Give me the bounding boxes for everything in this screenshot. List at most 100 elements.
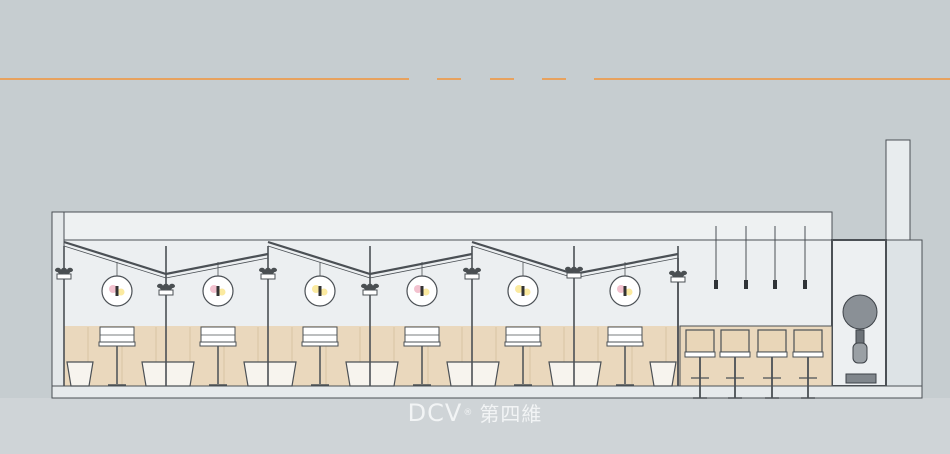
round-sign <box>406 262 438 307</box>
planter <box>669 270 687 283</box>
sign-mark <box>216 286 220 296</box>
sign-dot <box>109 285 117 293</box>
planter-box <box>670 276 686 283</box>
globe-ornament <box>842 294 878 384</box>
bar-stool <box>756 329 788 399</box>
stool-seat <box>792 351 824 358</box>
lamp-shade <box>803 280 807 289</box>
planter-box <box>158 289 174 296</box>
watermark: DCV® 第四維 <box>0 398 950 429</box>
table-top <box>98 341 136 347</box>
sign-dot <box>523 288 531 296</box>
round-sign <box>507 262 539 307</box>
planter-leaf <box>577 266 583 272</box>
planter-leaf <box>681 270 687 276</box>
table-top <box>199 341 237 347</box>
booth <box>98 326 136 386</box>
sign-mark <box>623 286 627 296</box>
sign-dot <box>414 285 422 293</box>
bar-stool <box>719 329 751 399</box>
planter-box <box>464 273 480 280</box>
sign-mark <box>420 286 424 296</box>
sign-mark <box>318 286 322 296</box>
planter <box>55 267 73 280</box>
watermark-brand: DCV <box>407 399 463 427</box>
planter-leaf <box>67 267 73 273</box>
planter-leaf <box>169 283 175 289</box>
table-top <box>606 341 644 347</box>
left-end-wall <box>51 211 65 389</box>
sign-dot <box>422 288 430 296</box>
sign-mark <box>115 286 119 296</box>
bench-seat <box>66 361 94 387</box>
planter-box <box>362 289 378 296</box>
ground-slab <box>51 385 923 399</box>
sign-dot <box>515 285 523 293</box>
sign-dot <box>210 285 218 293</box>
planter-leaf <box>271 267 277 273</box>
floor-band <box>0 398 950 454</box>
bench-seat <box>548 361 602 387</box>
lamp-shade <box>744 280 748 289</box>
canopy-group <box>55 240 687 386</box>
stool-back <box>685 329 715 353</box>
booth <box>199 326 237 386</box>
pendant-lamp <box>773 226 777 289</box>
pendant-lamp <box>714 226 718 289</box>
round-sign <box>304 262 336 307</box>
sign-dot <box>218 288 226 296</box>
lamp-shade <box>714 280 718 289</box>
sign-dot <box>117 288 125 296</box>
planter <box>361 283 379 296</box>
planter-leaf <box>475 267 481 273</box>
planter <box>565 266 583 279</box>
pendant-lamp <box>744 226 748 289</box>
booth <box>403 326 441 386</box>
right-tower-upper <box>885 139 911 241</box>
bar-group <box>679 226 833 399</box>
stool-seat <box>756 351 788 358</box>
watermark-registered: ® <box>463 408 474 418</box>
planter-leaf <box>373 283 379 289</box>
round-sign <box>101 262 133 307</box>
booth <box>301 326 339 386</box>
planter-box <box>566 272 582 279</box>
booth <box>504 326 542 386</box>
sign-dot <box>617 285 625 293</box>
stool-seat <box>684 351 716 358</box>
table-top <box>504 341 542 347</box>
planter-box <box>260 273 276 280</box>
sign-dot <box>312 285 320 293</box>
sign-dot <box>320 288 328 296</box>
round-sign <box>609 262 641 307</box>
bench-seat <box>141 361 195 387</box>
bench-seat <box>243 361 297 387</box>
booth <box>606 326 644 386</box>
bench-seat <box>446 361 500 387</box>
pendant-lamp <box>803 226 807 289</box>
planter <box>157 283 175 296</box>
bench-seat <box>345 361 399 387</box>
watermark-chinese: 第四維 <box>479 402 543 426</box>
stool-back <box>720 329 750 353</box>
planter-box <box>56 273 72 280</box>
lamp-shade <box>773 280 777 289</box>
bar-stool <box>792 329 824 399</box>
booth-group <box>66 326 677 387</box>
roof-beam <box>51 211 833 241</box>
bench-seat <box>649 361 677 387</box>
stool-back <box>793 329 823 353</box>
table-top <box>301 341 339 347</box>
round-sign <box>202 262 234 307</box>
stool-seat <box>719 351 751 358</box>
right-tower-lower <box>885 239 923 387</box>
stool-back <box>757 329 787 353</box>
bar-stool <box>684 329 716 399</box>
sign-mark <box>521 286 525 296</box>
table-top <box>403 341 441 347</box>
sign-dot <box>625 288 633 296</box>
planter <box>259 267 277 280</box>
planter <box>463 267 481 280</box>
